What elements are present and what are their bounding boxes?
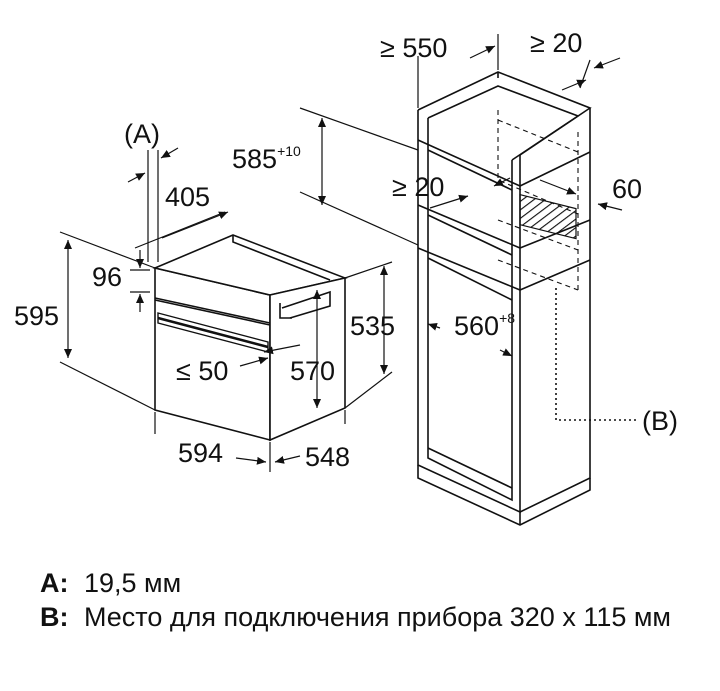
- dim-594: 594: [178, 438, 223, 468]
- legend-item-a: A: 19,5 мм: [40, 566, 700, 600]
- legend-key-b: B:: [40, 602, 69, 632]
- dim-cabinet-depth: ≥ 550: [380, 33, 447, 63]
- dim-niche-width: 560+8: [454, 310, 515, 341]
- dim-96: 96: [92, 262, 122, 292]
- installation-diagram: (A) 405 96 595 ≤ 50 570 535 594 548 ≥ 55…: [14, 28, 678, 526]
- vent-hatch: [519, 193, 577, 240]
- dim-rear-gap: ≥ 20: [530, 28, 582, 58]
- cabinet-drawing: [417, 71, 592, 526]
- oven-drawing: [152, 234, 348, 442]
- dim-405: 405: [165, 182, 210, 212]
- dim-570: 570: [290, 356, 335, 386]
- dim-548: 548: [305, 442, 350, 472]
- dim-shelf-gap: ≥ 20: [392, 172, 444, 202]
- legend-text-b: Место для подключения прибора 320 x 115 …: [84, 602, 671, 632]
- legend-item-b: B: Место для подключения прибора 320 x 1…: [40, 600, 700, 634]
- label-b: (B): [642, 406, 678, 436]
- dimension-labels: (A) 405 96 595 ≤ 50 570 535 594 548 ≥ 55…: [14, 28, 678, 472]
- dim-vent-depth: 60: [612, 174, 642, 204]
- legend: A: 19,5 мм B: Место для подключения приб…: [40, 566, 700, 634]
- legend-text-a: 19,5 мм: [84, 568, 182, 598]
- dim-535: 535: [350, 311, 395, 341]
- dim-niche-height: 585+10: [232, 143, 301, 174]
- oven-dimension-lines: [59, 147, 393, 472]
- label-a: (A): [124, 119, 160, 149]
- legend-key-a: A:: [40, 568, 69, 598]
- dim-595: 595: [14, 301, 59, 331]
- cabinet-dimension-lines: [299, 34, 623, 357]
- connection-area-dotted-line: [555, 288, 638, 421]
- dim-front-gap: ≤ 50: [176, 356, 228, 386]
